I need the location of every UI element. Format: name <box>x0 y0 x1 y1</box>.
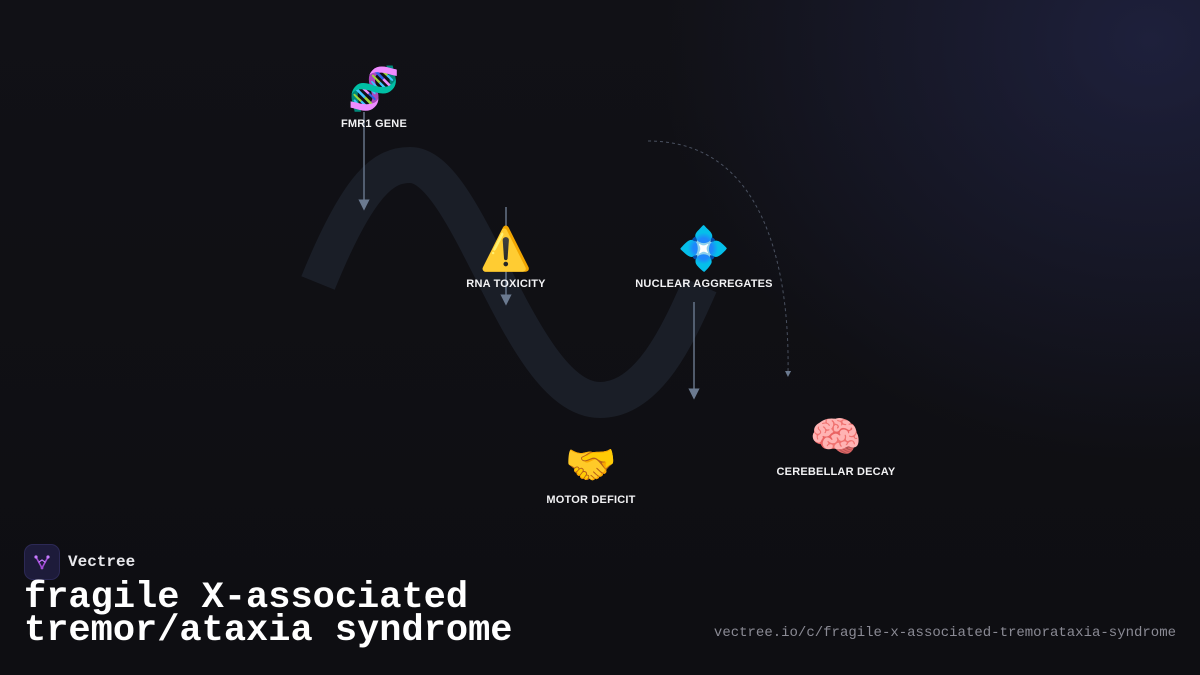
edge-dashed-to-cerebellar <box>647 140 792 377</box>
node-nuclear-aggregates[interactable]: 💠 NUCLEAR AGGREGATES <box>635 224 772 290</box>
brand-name: Vectree <box>68 553 136 571</box>
warning-icon: ⚠️ <box>479 224 533 273</box>
node-rna-toxicity[interactable]: ⚠️ RNA TOXICITY <box>466 224 545 290</box>
handshake-icon: 🤝 <box>564 440 618 489</box>
node-label: MOTOR DEFICIT <box>546 494 636 506</box>
brain-icon: 🧠 <box>809 412 863 461</box>
page-url[interactable]: vectree.io/c/fragile-x-associated-tremor… <box>713 625 1176 641</box>
diamond-icon: 💠 <box>677 224 731 273</box>
node-fmr1-gene[interactable]: 🧬 FMR1 GENE <box>341 64 407 130</box>
dna-icon: 🧬 <box>347 64 401 113</box>
vectree-logo-icon <box>24 544 60 580</box>
node-cerebellar-decay[interactable]: 🧠 CEREBELLAR DECAY <box>777 412 896 478</box>
node-motor-deficit[interactable]: 🤝 MOTOR DEFICIT <box>546 440 635 506</box>
background-wave <box>301 146 717 419</box>
page-title-line-2: tremor/ataxia syndrome <box>24 610 513 652</box>
page-title: fragile X-associated tremor/ataxia syndr… <box>24 577 513 652</box>
page-title-line-1: fragile X-associated <box>24 577 469 619</box>
node-label: CEREBELLAR DECAY <box>776 466 896 478</box>
node-label: RNA TOXICITY <box>466 278 546 290</box>
node-label: FMR1 GENE <box>341 118 407 130</box>
node-label: NUCLEAR AGGREGATES <box>635 278 773 290</box>
brand[interactable]: Vectree <box>24 544 135 580</box>
